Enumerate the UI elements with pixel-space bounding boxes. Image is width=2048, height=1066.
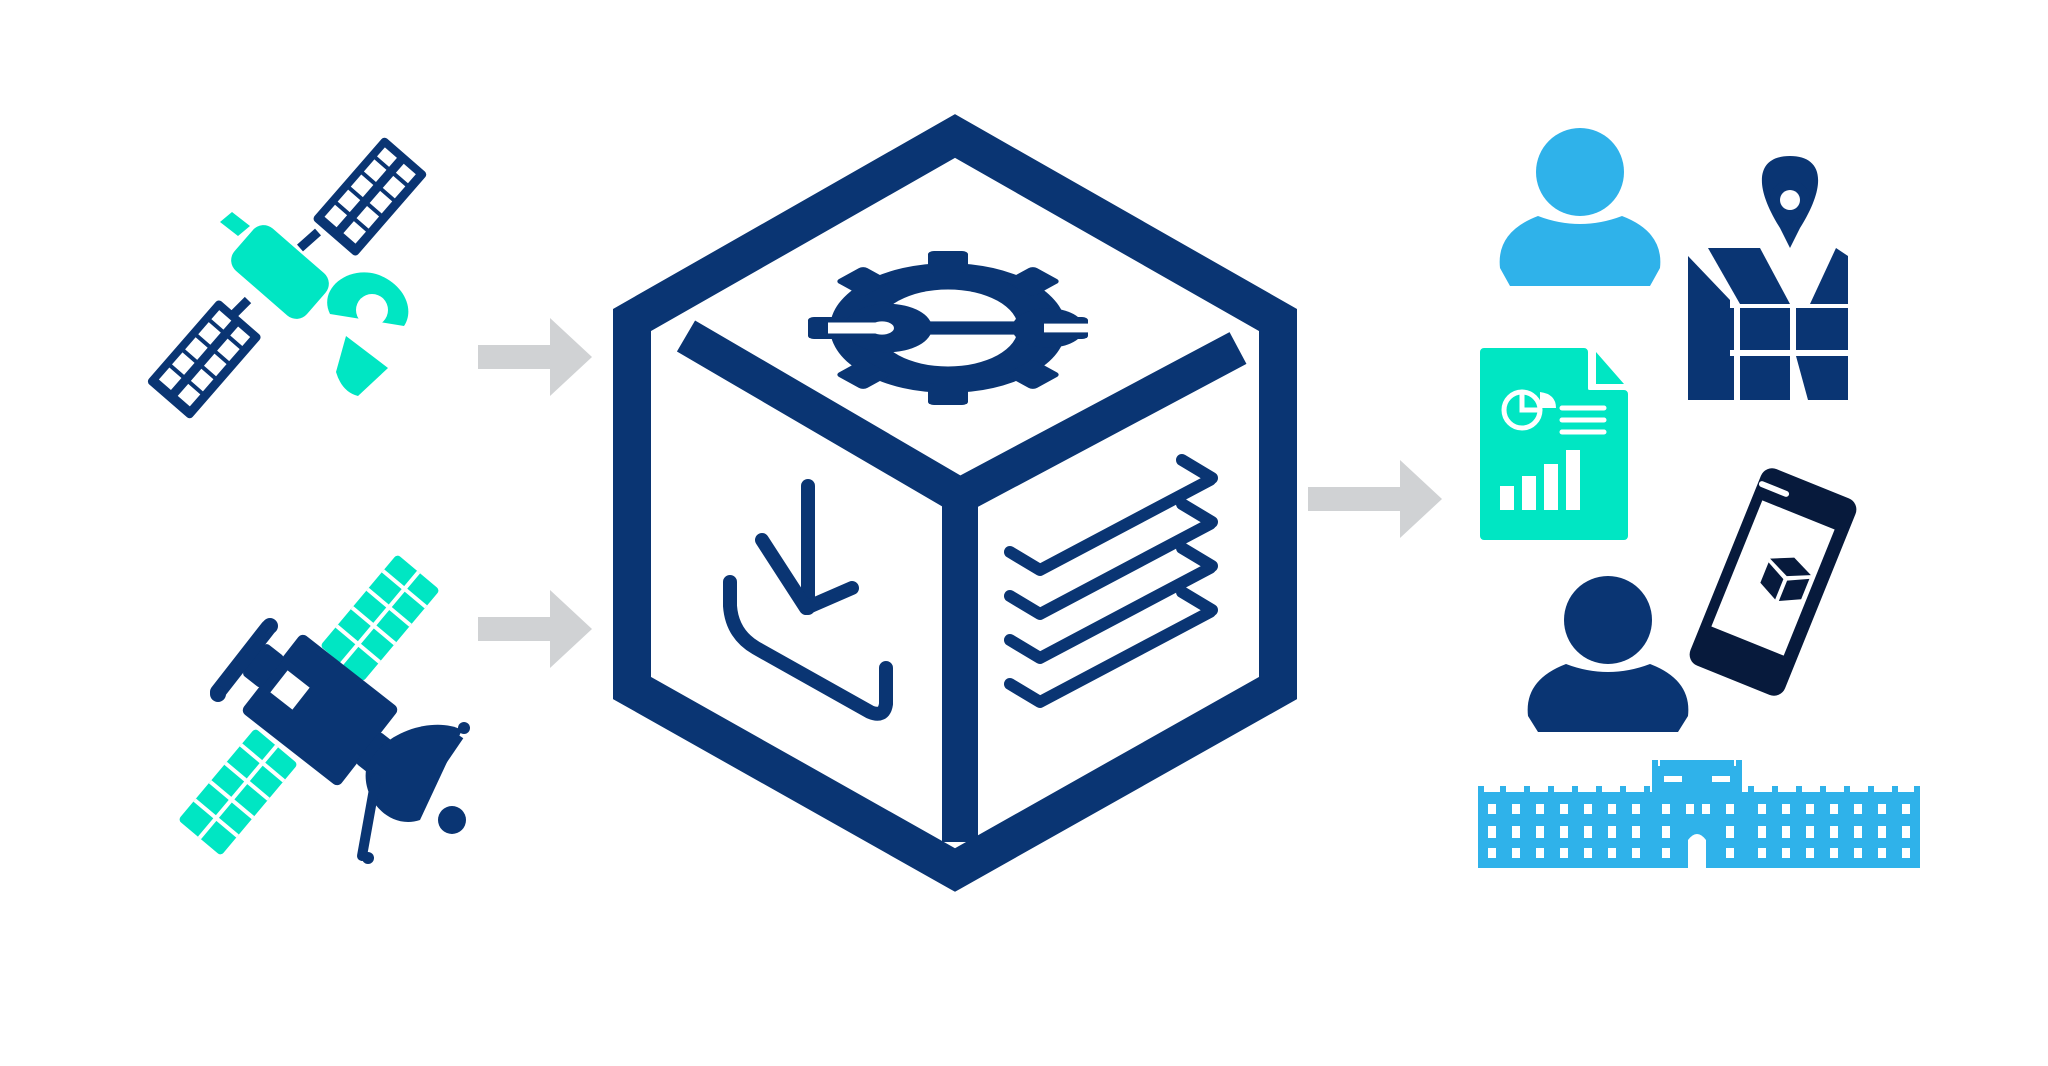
government-building-icon	[1478, 760, 1920, 868]
gear-wrench-icon	[808, 251, 1104, 405]
report-document-icon	[1480, 348, 1628, 540]
download-arrow-icon	[723, 479, 893, 721]
satellite-icon	[147, 137, 427, 419]
flow-arrow-input-1	[478, 318, 592, 396]
user-icon	[1527, 576, 1689, 732]
mobile-phone-icon	[1689, 468, 1857, 696]
checklist-icon	[1004, 454, 1218, 708]
user-icon	[1499, 128, 1661, 286]
map-pin-icon	[1688, 156, 1848, 400]
data-cube-icon	[613, 114, 1297, 892]
satellite-dish-icon	[179, 555, 470, 864]
flow-arrow-output	[1308, 460, 1442, 538]
flow-arrow-input-2	[478, 590, 592, 668]
